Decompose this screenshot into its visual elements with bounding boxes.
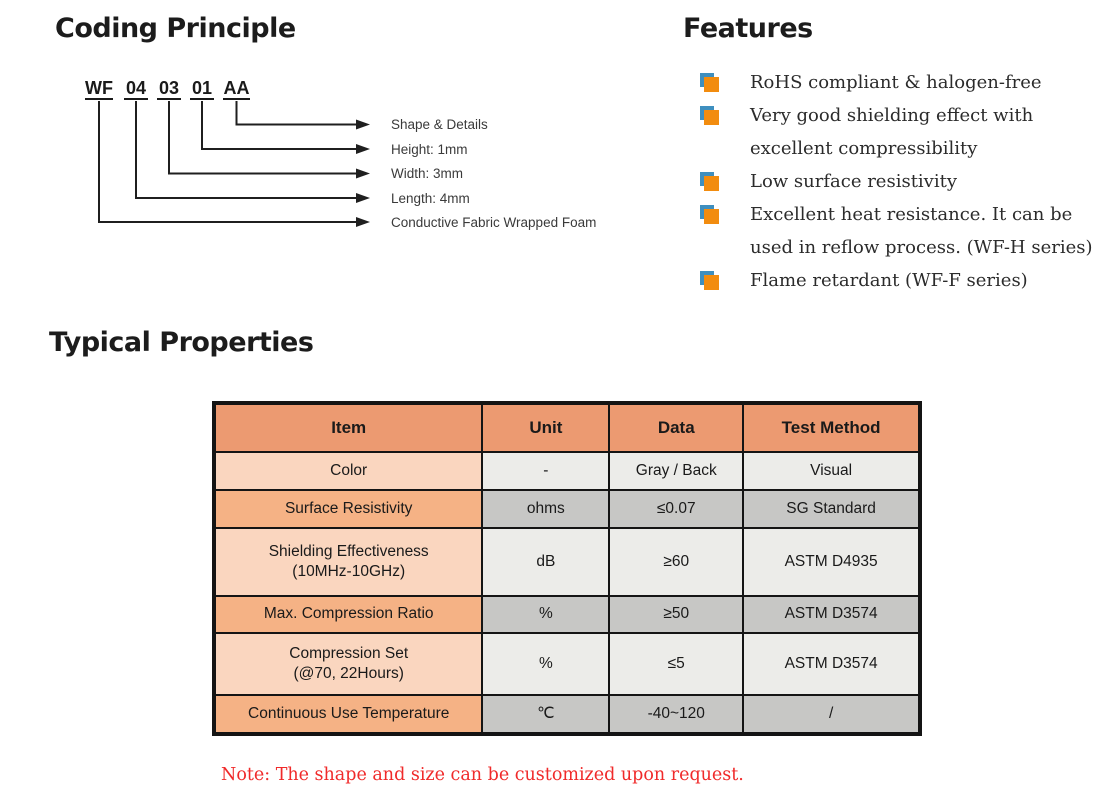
column-header-unit: Unit bbox=[481, 402, 611, 453]
cell-data: ≤5 bbox=[608, 631, 745, 696]
cell-unit: % bbox=[481, 594, 611, 634]
feature-text: excellent compressibility bbox=[750, 138, 978, 159]
cell-item: Continuous Use Temperature bbox=[213, 693, 484, 735]
feature-item: Low surface resistivity bbox=[700, 165, 1100, 198]
cell-item-line: (@70, 22Hours) bbox=[293, 664, 404, 682]
code-segment-width: 03 bbox=[157, 78, 181, 100]
cell-test-method: / bbox=[742, 693, 921, 735]
typical-properties-title: Typical Properties bbox=[49, 327, 314, 358]
cell-data: ≤0.07 bbox=[608, 488, 745, 529]
cell-item-line: Shielding Effectiveness bbox=[268, 542, 429, 560]
square-bullet-icon bbox=[700, 73, 720, 93]
cell-data: ≥50 bbox=[608, 594, 745, 634]
table-row-surface-resistivity: Surface Resistivity ohms ≤0.07 SG Standa… bbox=[213, 488, 921, 529]
cell-item-line: Compression Set bbox=[289, 644, 409, 662]
properties-table: Item Unit Data Test Method Color - Gray … bbox=[212, 401, 922, 736]
cell-item: Compression Set (@70, 22Hours) bbox=[213, 631, 484, 696]
cell-unit: ℃ bbox=[481, 693, 611, 735]
feature-item: Very good shielding effect with excellen… bbox=[700, 99, 1100, 165]
column-header-data: Data bbox=[608, 402, 745, 453]
coding-diagram: WF 04 03 01 AA Shape & Details Height: 1… bbox=[0, 0, 680, 260]
cell-unit: - bbox=[481, 450, 611, 491]
customization-note: Note: The shape and size can be customiz… bbox=[221, 765, 744, 785]
feature-text: Flame retardant (WF-F series) bbox=[750, 270, 1028, 291]
code-segment-wf: WF bbox=[85, 78, 113, 100]
square-bullet-icon bbox=[700, 271, 720, 291]
square-bullet-icon bbox=[700, 172, 720, 192]
square-bullet-icon bbox=[700, 106, 720, 126]
cell-item: Shielding Effectiveness (10MHz-10GHz) bbox=[213, 526, 484, 597]
table-row-compression-set: Compression Set (@70, 22Hours) % ≤5 ASTM… bbox=[213, 631, 921, 696]
cell-item: Max. Compression Ratio bbox=[213, 594, 484, 634]
table-row-color: Color - Gray / Back Visual bbox=[213, 450, 921, 491]
cell-unit: % bbox=[481, 631, 611, 696]
feature-item: RoHS compliant & halogen-free bbox=[700, 66, 1100, 99]
features-list: RoHS compliant & halogen-free Very good … bbox=[700, 66, 1100, 297]
feature-text: Low surface resistivity bbox=[750, 171, 958, 192]
cell-unit: ohms bbox=[481, 488, 611, 529]
feature-text: used in reflow process. (WF-H series) bbox=[750, 237, 1093, 258]
diagram-label-height: Height: 1mm bbox=[391, 141, 468, 157]
cell-data: Gray / Back bbox=[608, 450, 745, 491]
code-segment-shape: AA bbox=[223, 78, 250, 100]
coding-principle-title: Coding Principle bbox=[55, 13, 296, 44]
cell-test-method: ASTM D3574 bbox=[742, 631, 921, 696]
table-row-shielding-effectiveness: Shielding Effectiveness (10MHz-10GHz) dB… bbox=[213, 526, 921, 597]
cell-data: ≥60 bbox=[608, 526, 745, 597]
table-row-continuous-use-temperature: Continuous Use Temperature ℃ -40~120 / bbox=[213, 693, 921, 735]
cell-test-method: SG Standard bbox=[742, 488, 921, 529]
diagram-label-length: Length: 4mm bbox=[391, 190, 470, 206]
cell-item: Color bbox=[213, 450, 484, 491]
code-segment-length: 04 bbox=[124, 78, 148, 100]
diagram-label-material: Conductive Fabric Wrapped Foam bbox=[391, 214, 597, 230]
cell-test-method: ASTM D4935 bbox=[742, 526, 921, 597]
square-bullet-icon bbox=[700, 205, 720, 225]
feature-text: RoHS compliant & halogen-free bbox=[750, 72, 1042, 93]
code-segment-height: 01 bbox=[190, 78, 214, 100]
table-header-row: Item Unit Data Test Method bbox=[213, 402, 921, 453]
column-header-test-method: Test Method bbox=[742, 402, 921, 453]
feature-text: Excellent heat resistance. It can be bbox=[750, 204, 1073, 225]
cell-item: Surface Resistivity bbox=[213, 488, 484, 529]
column-header-item: Item bbox=[213, 402, 484, 453]
cell-data: -40~120 bbox=[608, 693, 745, 735]
feature-text: Very good shielding effect with bbox=[750, 105, 1034, 126]
feature-item: Excellent heat resistance. It can be use… bbox=[700, 198, 1100, 264]
features-title: Features bbox=[683, 13, 813, 44]
cell-test-method: ASTM D3574 bbox=[742, 594, 921, 634]
cell-item-line: (10MHz-10GHz) bbox=[292, 562, 406, 580]
diagram-label-width: Width: 3mm bbox=[391, 166, 464, 181]
cell-test-method: Visual bbox=[742, 450, 921, 491]
feature-item: Flame retardant (WF-F series) bbox=[700, 264, 1100, 297]
cell-unit: dB bbox=[481, 526, 611, 597]
diagram-label-shape: Shape & Details bbox=[391, 117, 488, 132]
table-row-max-compression-ratio: Max. Compression Ratio % ≥50 ASTM D3574 bbox=[213, 594, 921, 634]
